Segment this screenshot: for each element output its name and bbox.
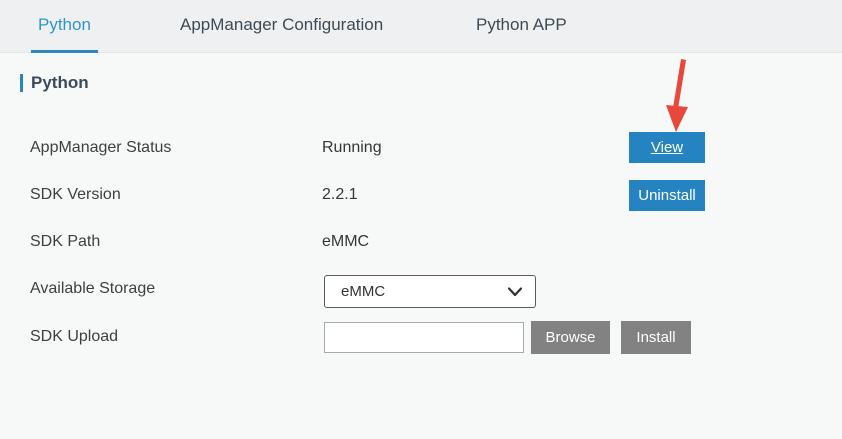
install-button[interactable]: Install — [621, 321, 691, 354]
chevron-down-icon — [508, 287, 522, 297]
install-button-label: Install — [636, 329, 676, 346]
tab-python[interactable]: Python — [31, 0, 98, 53]
appmanager-status-value: Running — [322, 139, 382, 156]
section-header: Python — [20, 73, 89, 93]
sdk-upload-label: SDK Upload — [30, 328, 119, 345]
sdk-version-label: SDK Version — [30, 186, 121, 203]
view-button[interactable]: View — [629, 132, 705, 163]
content-panel: Python AppManager Status Running View SD… — [0, 53, 842, 439]
sdk-upload-input[interactable] — [324, 322, 524, 353]
browse-button-label: Browse — [545, 329, 596, 346]
available-storage-selected-option: eMMC — [341, 283, 386, 300]
available-storage-select[interactable]: eMMC — [324, 275, 536, 308]
tab-appmanager-configuration[interactable]: AppManager Configuration — [180, 15, 384, 34]
uninstall-button-label: Uninstall — [638, 187, 696, 204]
appmanager-status-label: AppManager Status — [30, 139, 172, 156]
sdk-path-label: SDK Path — [30, 233, 101, 250]
section-accent-bar — [20, 74, 23, 92]
tab-python-app[interactable]: Python APP — [476, 15, 567, 34]
red-arrow-icon — [666, 59, 688, 132]
page-title: Python — [31, 73, 89, 92]
sdk-version-value: 2.2.1 — [322, 186, 358, 203]
sdk-path-value: eMMC — [322, 233, 370, 250]
view-button-label: View — [650, 139, 684, 156]
available-storage-label: Available Storage — [30, 280, 156, 297]
tab-bar: Python AppManager Configuration Python A… — [0, 0, 842, 53]
uninstall-button[interactable]: Uninstall — [629, 180, 705, 211]
browse-button[interactable]: Browse — [531, 321, 610, 354]
